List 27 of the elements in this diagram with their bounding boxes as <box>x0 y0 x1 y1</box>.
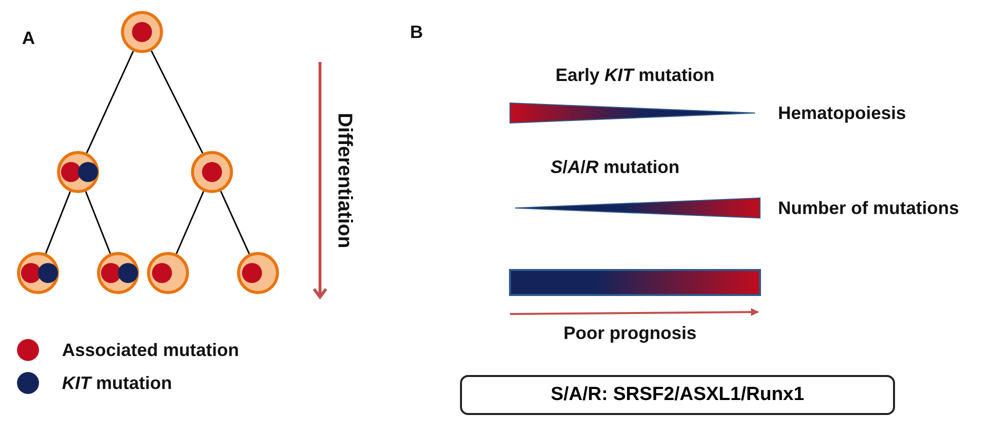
cell-circle <box>191 151 233 193</box>
wedge-label: Early KIT mutation <box>556 64 715 86</box>
cell-circle <box>17 252 59 294</box>
axis-label: Differentiation <box>332 112 355 248</box>
wedge-label: Number of mutations <box>778 198 960 218</box>
cell-circle <box>57 151 99 193</box>
tree-line <box>220 190 250 254</box>
wedge-label: S/A/R mutation <box>550 156 680 178</box>
tree-line <box>86 50 134 154</box>
tree-line <box>150 50 204 154</box>
gradient-bar <box>509 269 761 296</box>
cell-circle <box>237 252 279 294</box>
tree-line <box>45 191 71 254</box>
tree-line <box>85 191 111 254</box>
definition-box: S/A/R: SRSF2/ASXL1/Runx1 <box>460 375 895 415</box>
tree-line <box>176 190 204 254</box>
panel-letter: A <box>22 28 35 49</box>
cell-circle <box>97 252 139 294</box>
panel-letter: B <box>410 22 423 43</box>
cell-circle <box>147 252 189 294</box>
arrow-label: Poor prognosis <box>564 322 697 344</box>
legend-label: KIT mutation <box>62 372 172 394</box>
legend-label: Associated mutation <box>62 340 240 360</box>
gradient-wedge <box>514 197 760 219</box>
wedge-label: Hematopoiesis <box>778 102 906 124</box>
gradient-wedge <box>510 102 756 124</box>
cell-circle <box>121 11 163 53</box>
